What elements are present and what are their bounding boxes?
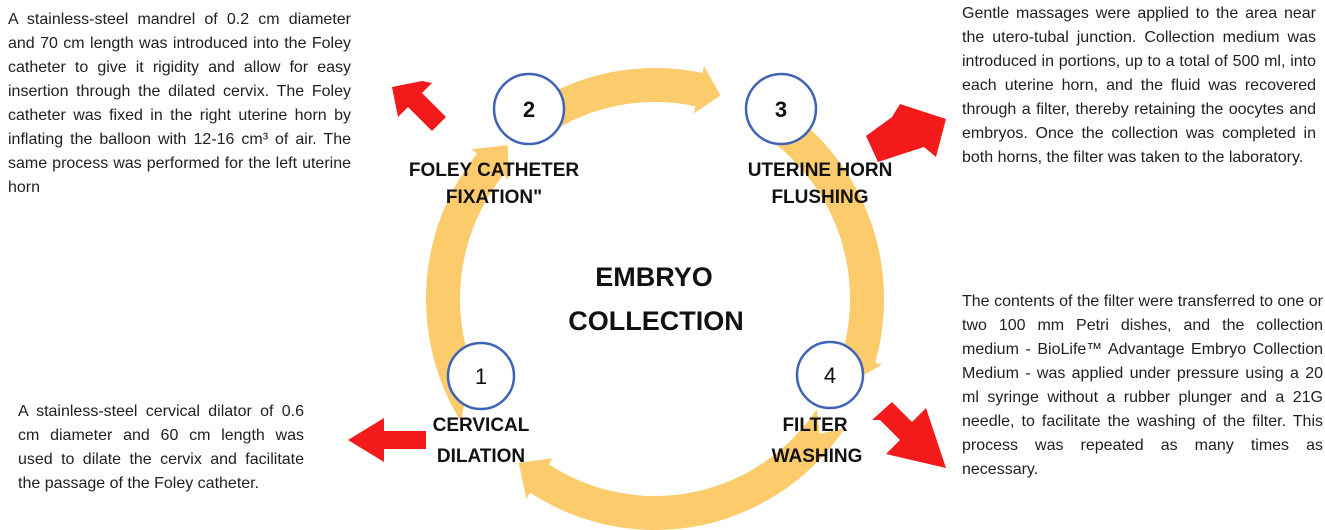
step-label-line: DILATION (437, 446, 525, 467)
step-label-line: FILTER (782, 415, 847, 436)
step-2-description: A stainless-steel mandrel of 0.2 cm diam… (8, 11, 351, 196)
step-label-line: FLUSHING (771, 187, 868, 208)
pointer-arrow-step-3 (866, 104, 946, 162)
step-number: 3 (775, 97, 787, 122)
step-node-2: 2 (492, 72, 566, 146)
step-circle (795, 340, 865, 410)
step-label-4: FILTER WASHING (772, 415, 863, 467)
step-node-3: 3 (744, 72, 818, 146)
step-circle (744, 72, 818, 146)
cycle-arrow-ring (426, 66, 884, 530)
step-label-line: CERVICAL (433, 415, 530, 436)
pointer-arrow-step-4 (872, 402, 946, 468)
step-circle (446, 341, 516, 411)
center-title: EMBRYO COLLECTION (568, 262, 744, 336)
step-4-description: The contents of the filter were transfer… (962, 293, 1323, 478)
step-node-4: 4 (795, 340, 865, 410)
step-label-line: WASHING (772, 446, 863, 467)
step-node-1: 1 (446, 341, 516, 411)
pointer-arrow-step-2 (392, 81, 446, 131)
step-label-2: FOLEY CATHETER FIXATION" (409, 160, 580, 208)
cycle-arrow-segment-left (426, 145, 509, 422)
cycle-arrow-segment-right (746, 95, 884, 383)
cycle-arrow-segment-bottom (518, 409, 845, 530)
pointer-arrows (348, 81, 946, 468)
step-1-description: A stainless-steel cervical dilator of 0.… (18, 403, 304, 492)
cycle-arrow-segment-top (540, 66, 721, 129)
step-label-line: FIXATION" (446, 187, 542, 208)
center-title-line: EMBRYO (595, 262, 713, 292)
step-label-line: UTERINE HORN (748, 160, 893, 181)
step-number: 1 (475, 364, 487, 389)
center-title-line: COLLECTION (568, 306, 744, 336)
step-number: 2 (523, 97, 535, 122)
step-number: 4 (824, 363, 836, 388)
step-label-1: CERVICAL DILATION (433, 415, 530, 467)
pointer-arrow-step-1 (348, 418, 426, 462)
step-circle (492, 72, 566, 146)
step-label-line: FOLEY CATHETER (409, 160, 580, 181)
step-label-3: UTERINE HORN FLUSHING (748, 160, 893, 208)
step-3-description: Gentle massages were applied to the area… (962, 5, 1316, 166)
